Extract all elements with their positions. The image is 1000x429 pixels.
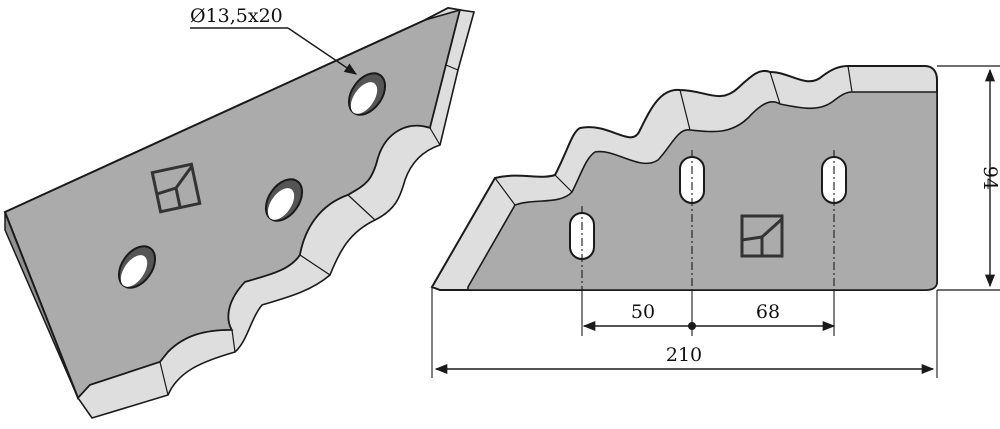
hole-size-arrow: [287, 27, 358, 75]
left-blade-hole-1: [347, 72, 387, 116]
right-blade-hole-3: [821, 150, 847, 290]
left-blade-hole-2: [264, 178, 304, 222]
height-label: 94: [979, 166, 1000, 190]
dimension-hole-spacing: 50 68: [581, 290, 836, 336]
mark-square-icon: [150, 162, 202, 214]
dimension-height: 94: [937, 65, 1000, 291]
mark-square-icon: [740, 214, 784, 258]
spacing-68-label: 68: [756, 301, 780, 323]
left-blade-hole-3: [117, 245, 157, 289]
total-length-label: 210: [666, 344, 702, 366]
dimension-total-length: 210: [431, 287, 938, 378]
spacing-50-label: 50: [631, 301, 655, 323]
left-blade-bevel: [76, 7, 476, 419]
hole-size-label: Ø13,5x20: [190, 5, 283, 27]
right-blade: [430, 65, 938, 291]
right-blade-hole-2: [679, 150, 705, 290]
left-blade: Ø13,5x20: [3, 5, 476, 419]
right-blade-hole-1: [569, 206, 595, 290]
